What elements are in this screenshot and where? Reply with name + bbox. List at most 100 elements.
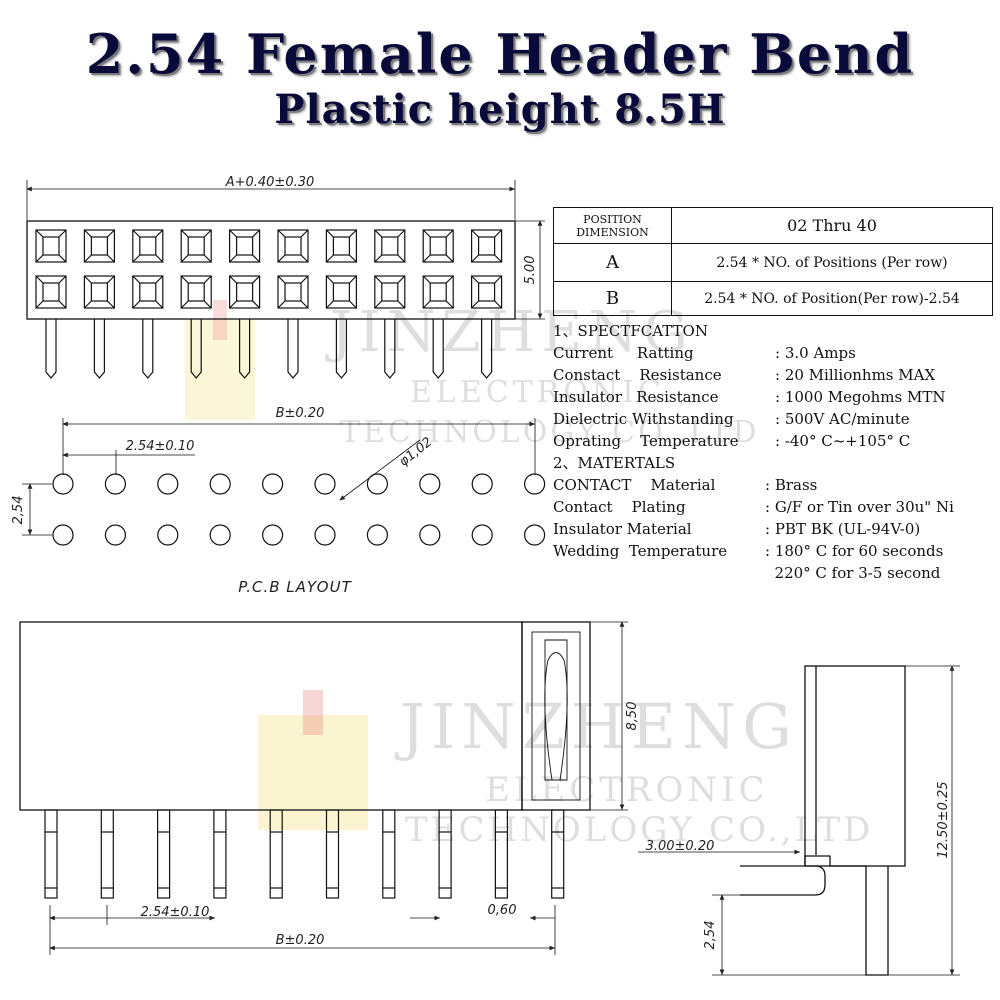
dimension-table: POSITION DIMENSION 02 Thru 40 A 2.54 * N… bbox=[553, 207, 993, 316]
pin-top bbox=[481, 319, 493, 379]
pcb-hole bbox=[314, 524, 336, 546]
pcb-hole bbox=[104, 473, 127, 495]
socket-inner bbox=[139, 236, 157, 256]
spec-row: Contact Plating: G/F or Tin over 30u" Ni bbox=[553, 496, 954, 518]
pcb-hole bbox=[419, 524, 441, 546]
dim-pcb-row-pitch: 2,54 bbox=[11, 496, 26, 525]
pin-top bbox=[432, 319, 444, 379]
watermark-bottom-1: JINZHENG bbox=[400, 690, 798, 763]
spec-row: 220° C for 3-5 second bbox=[553, 562, 954, 584]
table-row-b-label: B bbox=[553, 281, 672, 316]
socket-square bbox=[35, 275, 67, 309]
socket-inner bbox=[429, 236, 447, 256]
socket-square bbox=[277, 275, 309, 309]
pin-front bbox=[100, 809, 114, 899]
pin-front bbox=[551, 809, 565, 899]
pcb-hole bbox=[262, 473, 284, 495]
socket-square bbox=[422, 229, 454, 263]
table-header-line1: POSITION bbox=[583, 212, 642, 226]
spec-label: Wedding Temperature bbox=[553, 542, 728, 560]
spec-label: Dielectric Withstanding bbox=[553, 410, 734, 428]
socket-square bbox=[132, 275, 164, 309]
pcb-hole bbox=[419, 473, 441, 495]
spec-row: Wedding Temperature : 180° C for 60 secon… bbox=[553, 540, 954, 562]
pcb-hole bbox=[52, 524, 74, 546]
watermark-top-3: TECHNOLOGY CO.,LTD bbox=[340, 415, 760, 450]
socket-square bbox=[229, 275, 261, 309]
pin-front bbox=[494, 809, 508, 899]
socket-inner bbox=[42, 282, 60, 302]
dim-pcb-hole: φ1,02 bbox=[396, 435, 435, 470]
pcb-hole bbox=[157, 524, 179, 546]
pin-front bbox=[382, 809, 396, 899]
pcb-hole bbox=[314, 473, 336, 495]
socket-inner bbox=[90, 236, 109, 256]
socket-inner bbox=[381, 282, 399, 302]
socket-inner bbox=[139, 282, 157, 302]
socket-square bbox=[277, 229, 309, 263]
pcb-hole bbox=[523, 473, 546, 495]
watermark-logo-top bbox=[185, 300, 255, 424]
spec-value: : Brass bbox=[765, 476, 818, 494]
watermark-logo-bottom bbox=[258, 690, 368, 834]
pcb-hole bbox=[209, 473, 231, 495]
watermark-bottom-3: TECHNOLOGY CO.,LTD bbox=[405, 810, 874, 850]
spec-heading-2: 2、MATERTALS bbox=[553, 454, 676, 472]
specification-block: 1、SPECTFCATTON Current Ratting: 3.0 Amps… bbox=[553, 320, 954, 584]
socket-inner bbox=[236, 236, 254, 256]
spec-label: Insulator Resistance bbox=[553, 388, 719, 406]
socket-inner bbox=[332, 236, 350, 256]
pcb-hole bbox=[262, 524, 284, 546]
pcb-hole bbox=[209, 524, 231, 546]
socket-inner bbox=[478, 236, 496, 256]
spec-row: Insulator Resistance : 1000 Megohms MTN bbox=[553, 386, 954, 408]
dim-bottom-pitch: 2.54±0.10 bbox=[141, 905, 210, 920]
socket-inner bbox=[429, 282, 447, 302]
spec-row: Current Ratting: 3.0 Amps bbox=[553, 342, 954, 364]
dim-pcb-pitch: 2.54±0.10 bbox=[126, 439, 195, 454]
table-row-a-label: A bbox=[553, 243, 672, 282]
dim-side-offset: 3.00±0.20 bbox=[646, 839, 715, 854]
table-header-value: 02 Thru 40 bbox=[671, 207, 993, 244]
socket-inner bbox=[284, 236, 302, 256]
spec-label bbox=[553, 562, 765, 584]
pin-front bbox=[44, 809, 58, 899]
pin-front bbox=[438, 809, 452, 899]
spec-label: CONTACT Material bbox=[553, 476, 716, 494]
spec-value: : 180° C for 60 seconds bbox=[765, 542, 944, 560]
dim-bottom-width: B±0.20 bbox=[276, 933, 325, 948]
dim-top-height: 5.00 bbox=[523, 256, 538, 285]
pcb-hole bbox=[104, 524, 127, 546]
pcb-hole bbox=[471, 524, 493, 546]
socket-square bbox=[374, 229, 406, 263]
socket-square bbox=[180, 275, 212, 309]
dim-pcb-width: B±0.20 bbox=[276, 406, 325, 421]
pin-top bbox=[239, 319, 251, 379]
socket-square bbox=[229, 229, 261, 263]
pin-top bbox=[190, 319, 202, 379]
spec-row: Oprating Temperature: -40° C~+105° C bbox=[553, 430, 954, 452]
spec-row: Constact Resistance: 20 Millionhms MAX bbox=[553, 364, 954, 386]
pcb-hole bbox=[523, 524, 546, 546]
pin-front bbox=[213, 809, 227, 899]
spec-heading-1: 1、SPECTFCATTON bbox=[553, 322, 708, 340]
table-row-a-value: 2.54 * NO. of Positions (Per row) bbox=[671, 243, 993, 282]
pin-front bbox=[269, 809, 283, 899]
pin-front bbox=[157, 809, 171, 899]
socket-inner bbox=[381, 236, 399, 256]
socket-inner bbox=[187, 236, 205, 256]
socket-square bbox=[83, 229, 116, 263]
dim-pin-width: 0,60 bbox=[488, 903, 517, 918]
pin-top bbox=[93, 319, 105, 379]
socket-inner bbox=[90, 282, 109, 302]
spec-row: Dielectric Withstanding: 500V AC/minute bbox=[553, 408, 954, 430]
socket-square bbox=[35, 229, 67, 263]
pcb-hole bbox=[471, 473, 493, 495]
socket-inner bbox=[284, 282, 302, 302]
dim-top-width: A+0.40±0.30 bbox=[225, 175, 315, 190]
spec-label: Insulator Material bbox=[553, 520, 692, 538]
pcb-hole bbox=[157, 473, 179, 495]
pcb-hole bbox=[366, 473, 388, 495]
spec-value: : 1000 Megohms MTN bbox=[775, 388, 946, 406]
